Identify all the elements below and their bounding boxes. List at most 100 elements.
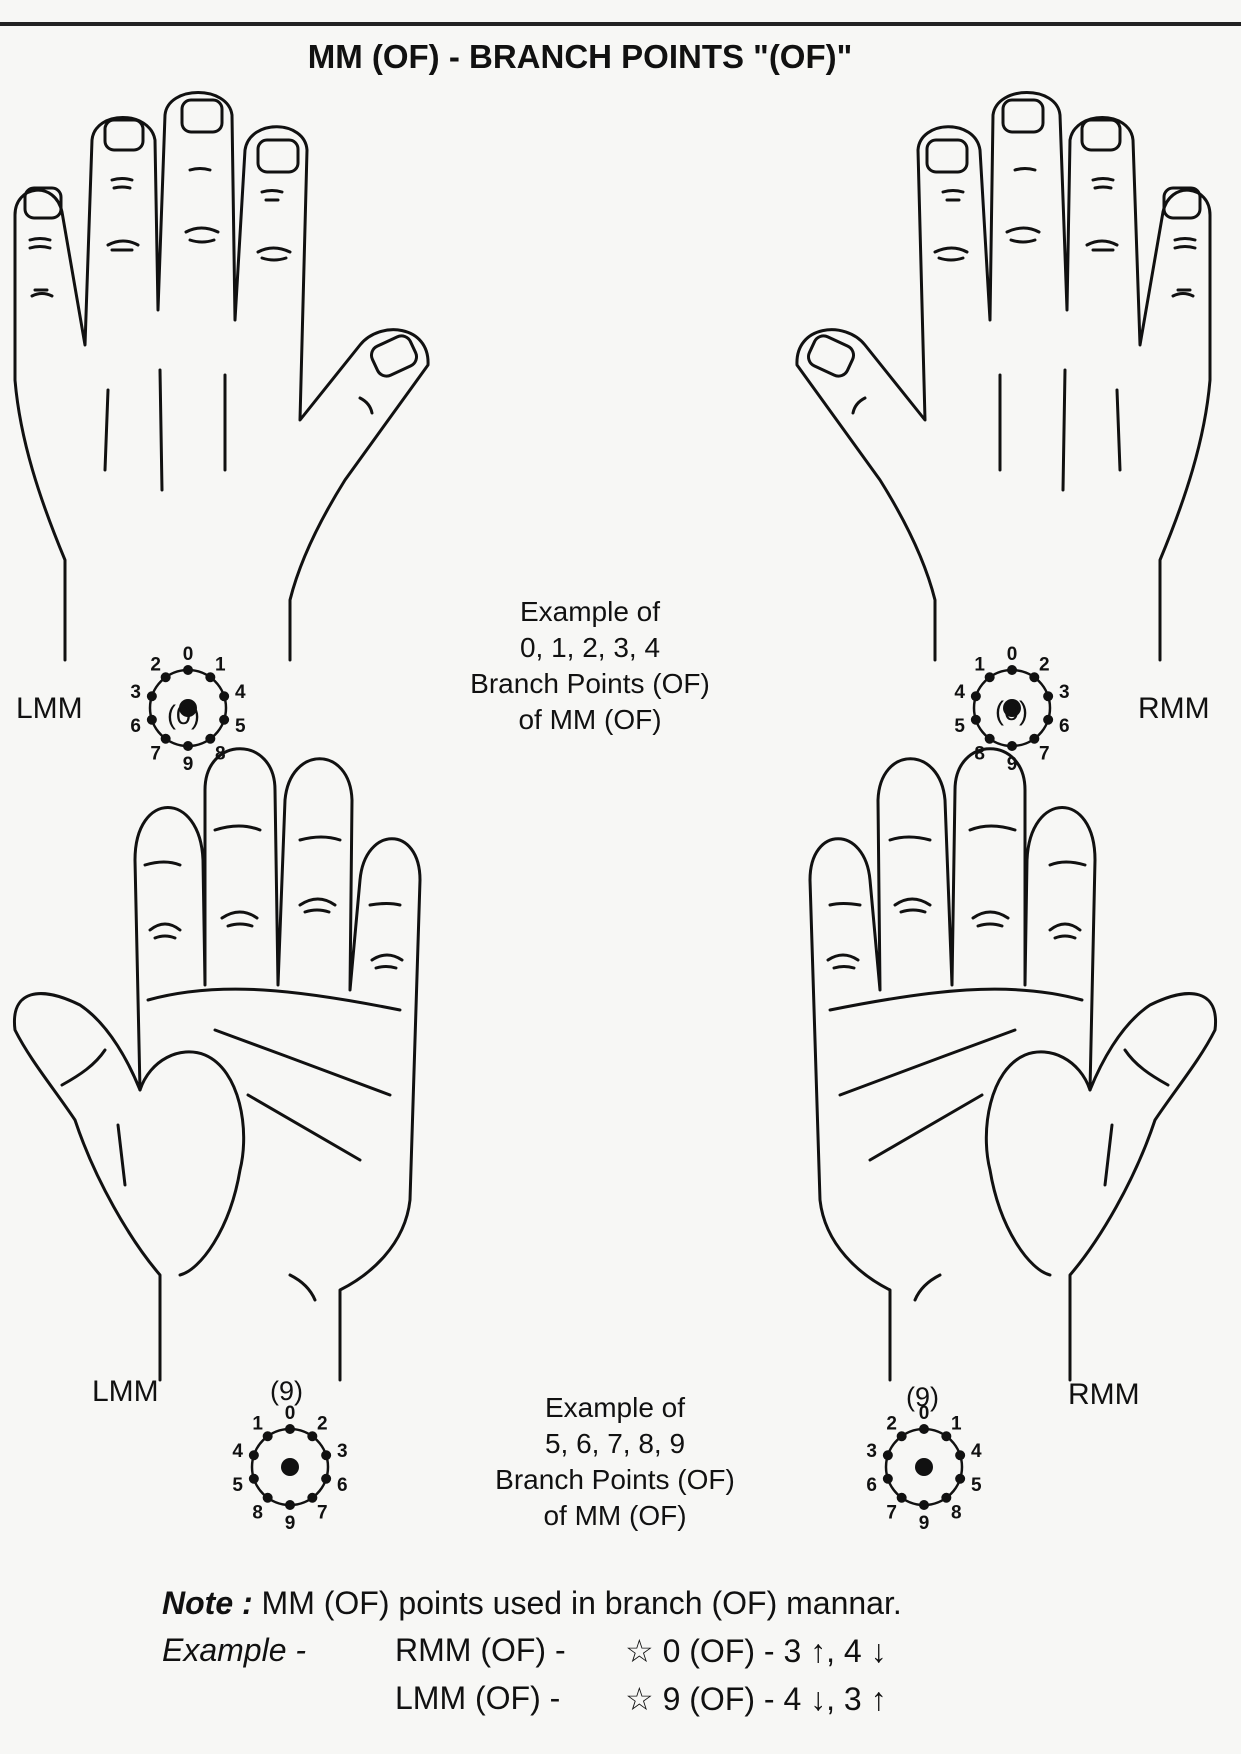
note-row-value: ☆ 0 (OF) - 3 ↑, 4 ↓ [625,1633,887,1669]
branch-point-dot [896,1431,907,1442]
note-row-label: LMM (OF) - [395,1680,561,1716]
branch-point-digit: 7 [317,1502,328,1523]
label-lmm-bottom: LMM [92,1375,159,1408]
ring-center-dot [1003,699,1021,717]
label-zero-left: (0) [167,700,200,730]
note-line: Note : MM (OF) points used in branch (OF… [162,1585,902,1622]
example-top-line: Example of [519,596,661,627]
branch-point-digit: 6 [130,716,141,737]
branch-point-dot [307,1431,318,1442]
branch-point-digit: 5 [235,716,246,737]
label-lmm-top: LMM [16,692,83,725]
branch-point-dot [205,733,216,744]
bottom-right-hand [808,747,1218,1382]
example-bottom: Example of 5, 6, 7, 8, 9 Branch Points (… [455,1390,775,1534]
branch-point-digit: 2 [1039,655,1050,676]
branch-point-dot [941,1431,952,1442]
branch-point-digit: 5 [954,716,965,737]
example-bottom-line: 5, 6, 7, 8, 9 [544,1428,686,1459]
branch-point-digit: 2 [317,1414,328,1435]
example-top-line: 0, 1, 2, 3, 4 [519,632,661,663]
label-nine-left: (9) [270,1376,303,1406]
branch-point-dot [285,1500,295,1510]
branch-point-digit: 1 [974,655,985,676]
branch-point-digit: 9 [285,1513,296,1534]
branch-point-digit: 6 [1059,716,1070,737]
example-top: Example of 0, 1, 2, 3, 4 Branch Points (… [430,594,750,738]
branch-point-digit: 0 [1007,644,1018,665]
note-prefix: Note : [162,1585,253,1621]
branch-point-dot [919,1424,929,1434]
branch-point-digit: 1 [215,655,226,676]
branch-point-dot [919,1500,929,1510]
branch-point-dot [262,1431,273,1442]
branch-point-dot [160,733,171,744]
ring-top-right: 023 679 85 41 [954,644,1069,775]
example-top-line: of MM (OF) [518,704,662,735]
branch-point-dot [248,1473,259,1484]
branch-point-digit: 9 [919,1513,930,1534]
branch-point-digit: 0 [919,1403,930,1424]
branch-point-dot [1043,714,1054,725]
branch-point-digit: 7 [150,743,161,764]
top-rule [0,22,1241,26]
branch-point-dot [1029,672,1040,683]
branch-point-dot [984,672,995,683]
branch-point-digit: 4 [954,682,965,703]
branch-point-dot [970,691,981,702]
branch-point-digit: 3 [1059,682,1070,703]
branch-point-dot [248,1450,259,1461]
branch-point-dot [941,1492,952,1503]
note-row-value: ☆ 9 (OF) - 4 ↓, 3 ↑ [625,1681,887,1717]
branch-point-digit: 7 [1039,743,1050,764]
branch-point-digit: 8 [951,1502,962,1523]
branch-point-digit: 8 [974,743,985,764]
branch-point-dot [307,1492,318,1503]
example-bottom-line: of MM (OF) [543,1500,687,1531]
branch-point-digit: 9 [183,754,194,775]
note-example-label: Example - [162,1632,307,1668]
ring-center-dot [281,1458,299,1476]
top-left-hand [13,91,430,662]
branch-point-digit: 5 [971,1475,982,1496]
branch-point-digit: 8 [215,743,226,764]
ring-center-dot [179,699,197,717]
branch-point-digit: 1 [252,1414,263,1435]
branch-point-dot [970,714,981,725]
branch-point-dot [160,672,171,683]
note-row-label: RMM (OF) - [395,1632,566,1668]
branch-point-digit: 4 [232,1441,243,1462]
branch-point-digit: 1 [951,1414,962,1435]
bottom-left-hand [12,747,422,1382]
branch-point-dot [882,1473,893,1484]
branch-point-dot [219,714,230,725]
branch-point-dot [1029,733,1040,744]
branch-point-dot [262,1492,273,1503]
branch-point-dot [1007,665,1017,675]
branch-point-digit: 9 [1007,754,1018,775]
branch-point-dot [955,1450,966,1461]
label-rmm-top: RMM [1138,692,1210,725]
branch-point-digit: 6 [866,1475,877,1496]
example-bottom-line: Branch Points (OF) [495,1464,735,1495]
branch-point-digit: 3 [337,1441,348,1462]
branch-point-digit: 5 [232,1475,243,1496]
branch-point-dot [882,1450,893,1461]
example-top-line: Branch Points (OF) [470,668,710,699]
branch-point-dot [984,733,995,744]
top-right-hand [795,91,1212,662]
example-bottom-line: Example of [544,1392,686,1423]
branch-point-digit: 3 [866,1441,877,1462]
branch-point-digit: 0 [183,644,194,665]
branch-point-digit: 0 [285,1403,296,1424]
label-zero-right: (0) [995,696,1028,726]
branch-point-dot [1007,741,1017,751]
branch-point-digit: 2 [150,655,161,676]
branch-point-digit: 4 [971,1441,982,1462]
branch-point-dot [955,1473,966,1484]
branch-point-dot [321,1450,332,1461]
